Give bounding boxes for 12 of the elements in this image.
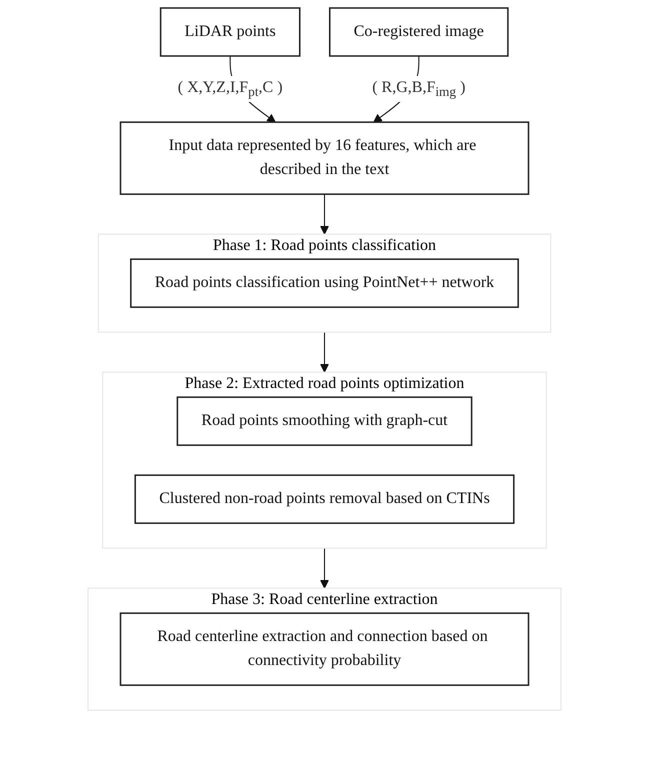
node-box: Clustered non-road points removal based on CTINs xyxy=(134,474,515,524)
node-box: Road points smoothing with graph-cut xyxy=(176,396,472,446)
node-box: LiDAR points xyxy=(160,7,300,57)
arrow xyxy=(320,548,329,589)
node-box: Input data represented by 16 features, which are described in the text xyxy=(120,121,530,195)
arrow xyxy=(320,194,329,235)
node-box: Road points classification using PointNet++ network xyxy=(130,258,519,308)
node-box: Co-registered image xyxy=(329,7,509,57)
edge-label: ( R,G,B,F$_{img}$ ) xyxy=(372,79,466,100)
node-box: Road centerline extraction and connection based on connectivity probability xyxy=(120,612,530,686)
arrow xyxy=(320,332,329,373)
edge-label: ( X,Y,Z,I,F$_{pt}$,C ) xyxy=(178,79,283,100)
